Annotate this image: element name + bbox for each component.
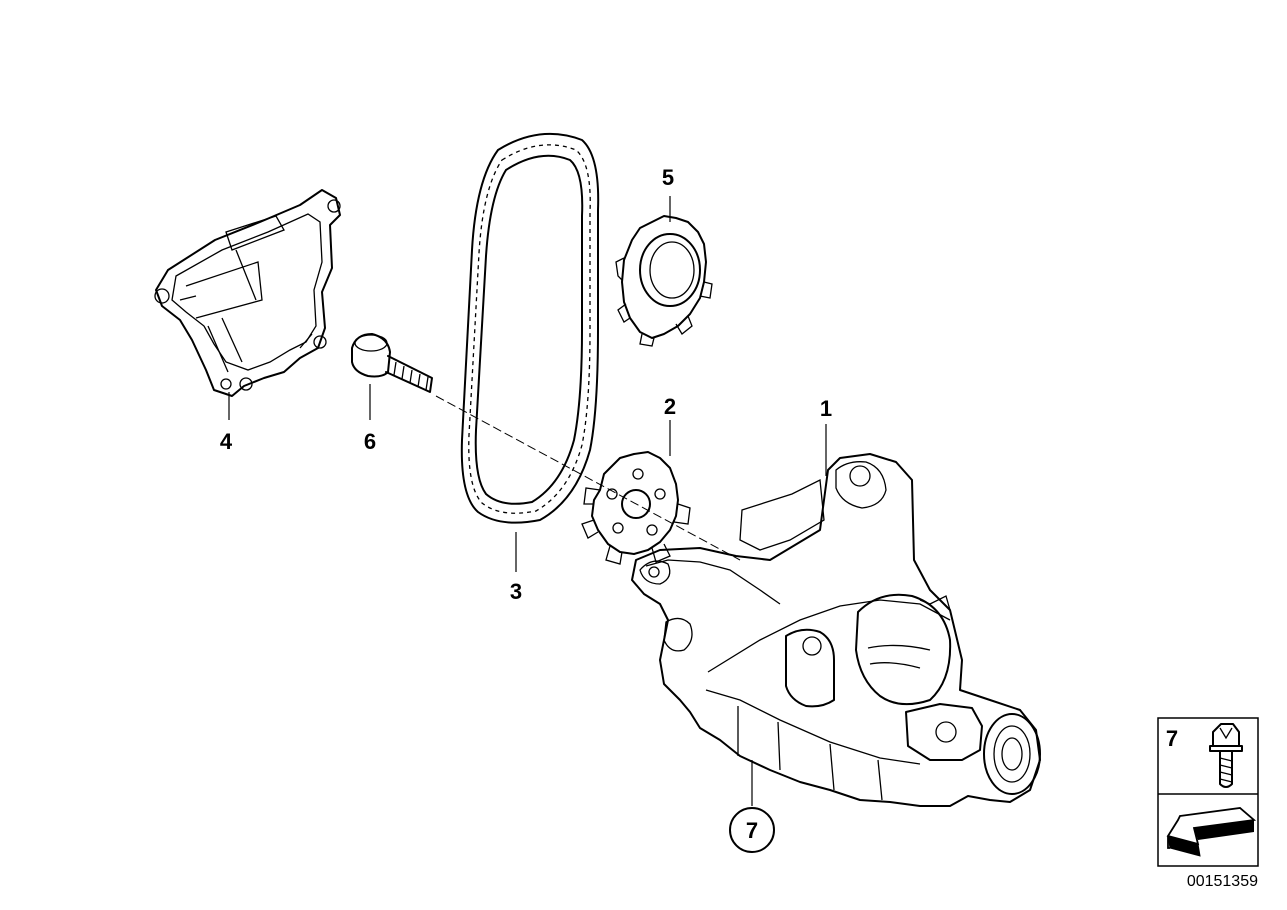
pump-sprocket-part [581,451,691,565]
bolt-part [351,333,433,393]
callout-7[interactable]: 7 [746,818,758,843]
callout-6[interactable]: 6 [364,429,376,454]
document-number: 00151359 [1187,873,1258,890]
legend-box: 7 [1157,717,1259,867]
legend-item-label: 7 [1166,726,1178,751]
leader-lines [228,196,827,806]
callout-7-circle[interactable] [729,807,775,853]
timing-chain-part [460,132,600,524]
callout-4[interactable]: 4 [220,429,233,454]
callout-2[interactable]: 2 [664,394,676,419]
callout-5[interactable]: 5 [662,165,674,190]
callout-3[interactable]: 3 [510,579,522,604]
view-direction-arrow-icon [1166,807,1257,857]
crank-sprocket-part [615,215,713,347]
assembly-axis-line [435,395,741,561]
callout-1[interactable]: 1 [820,396,832,421]
oil-pump-part [631,453,1041,807]
legend-bolt-icon [1209,723,1243,788]
chain-cover-part [154,189,341,397]
